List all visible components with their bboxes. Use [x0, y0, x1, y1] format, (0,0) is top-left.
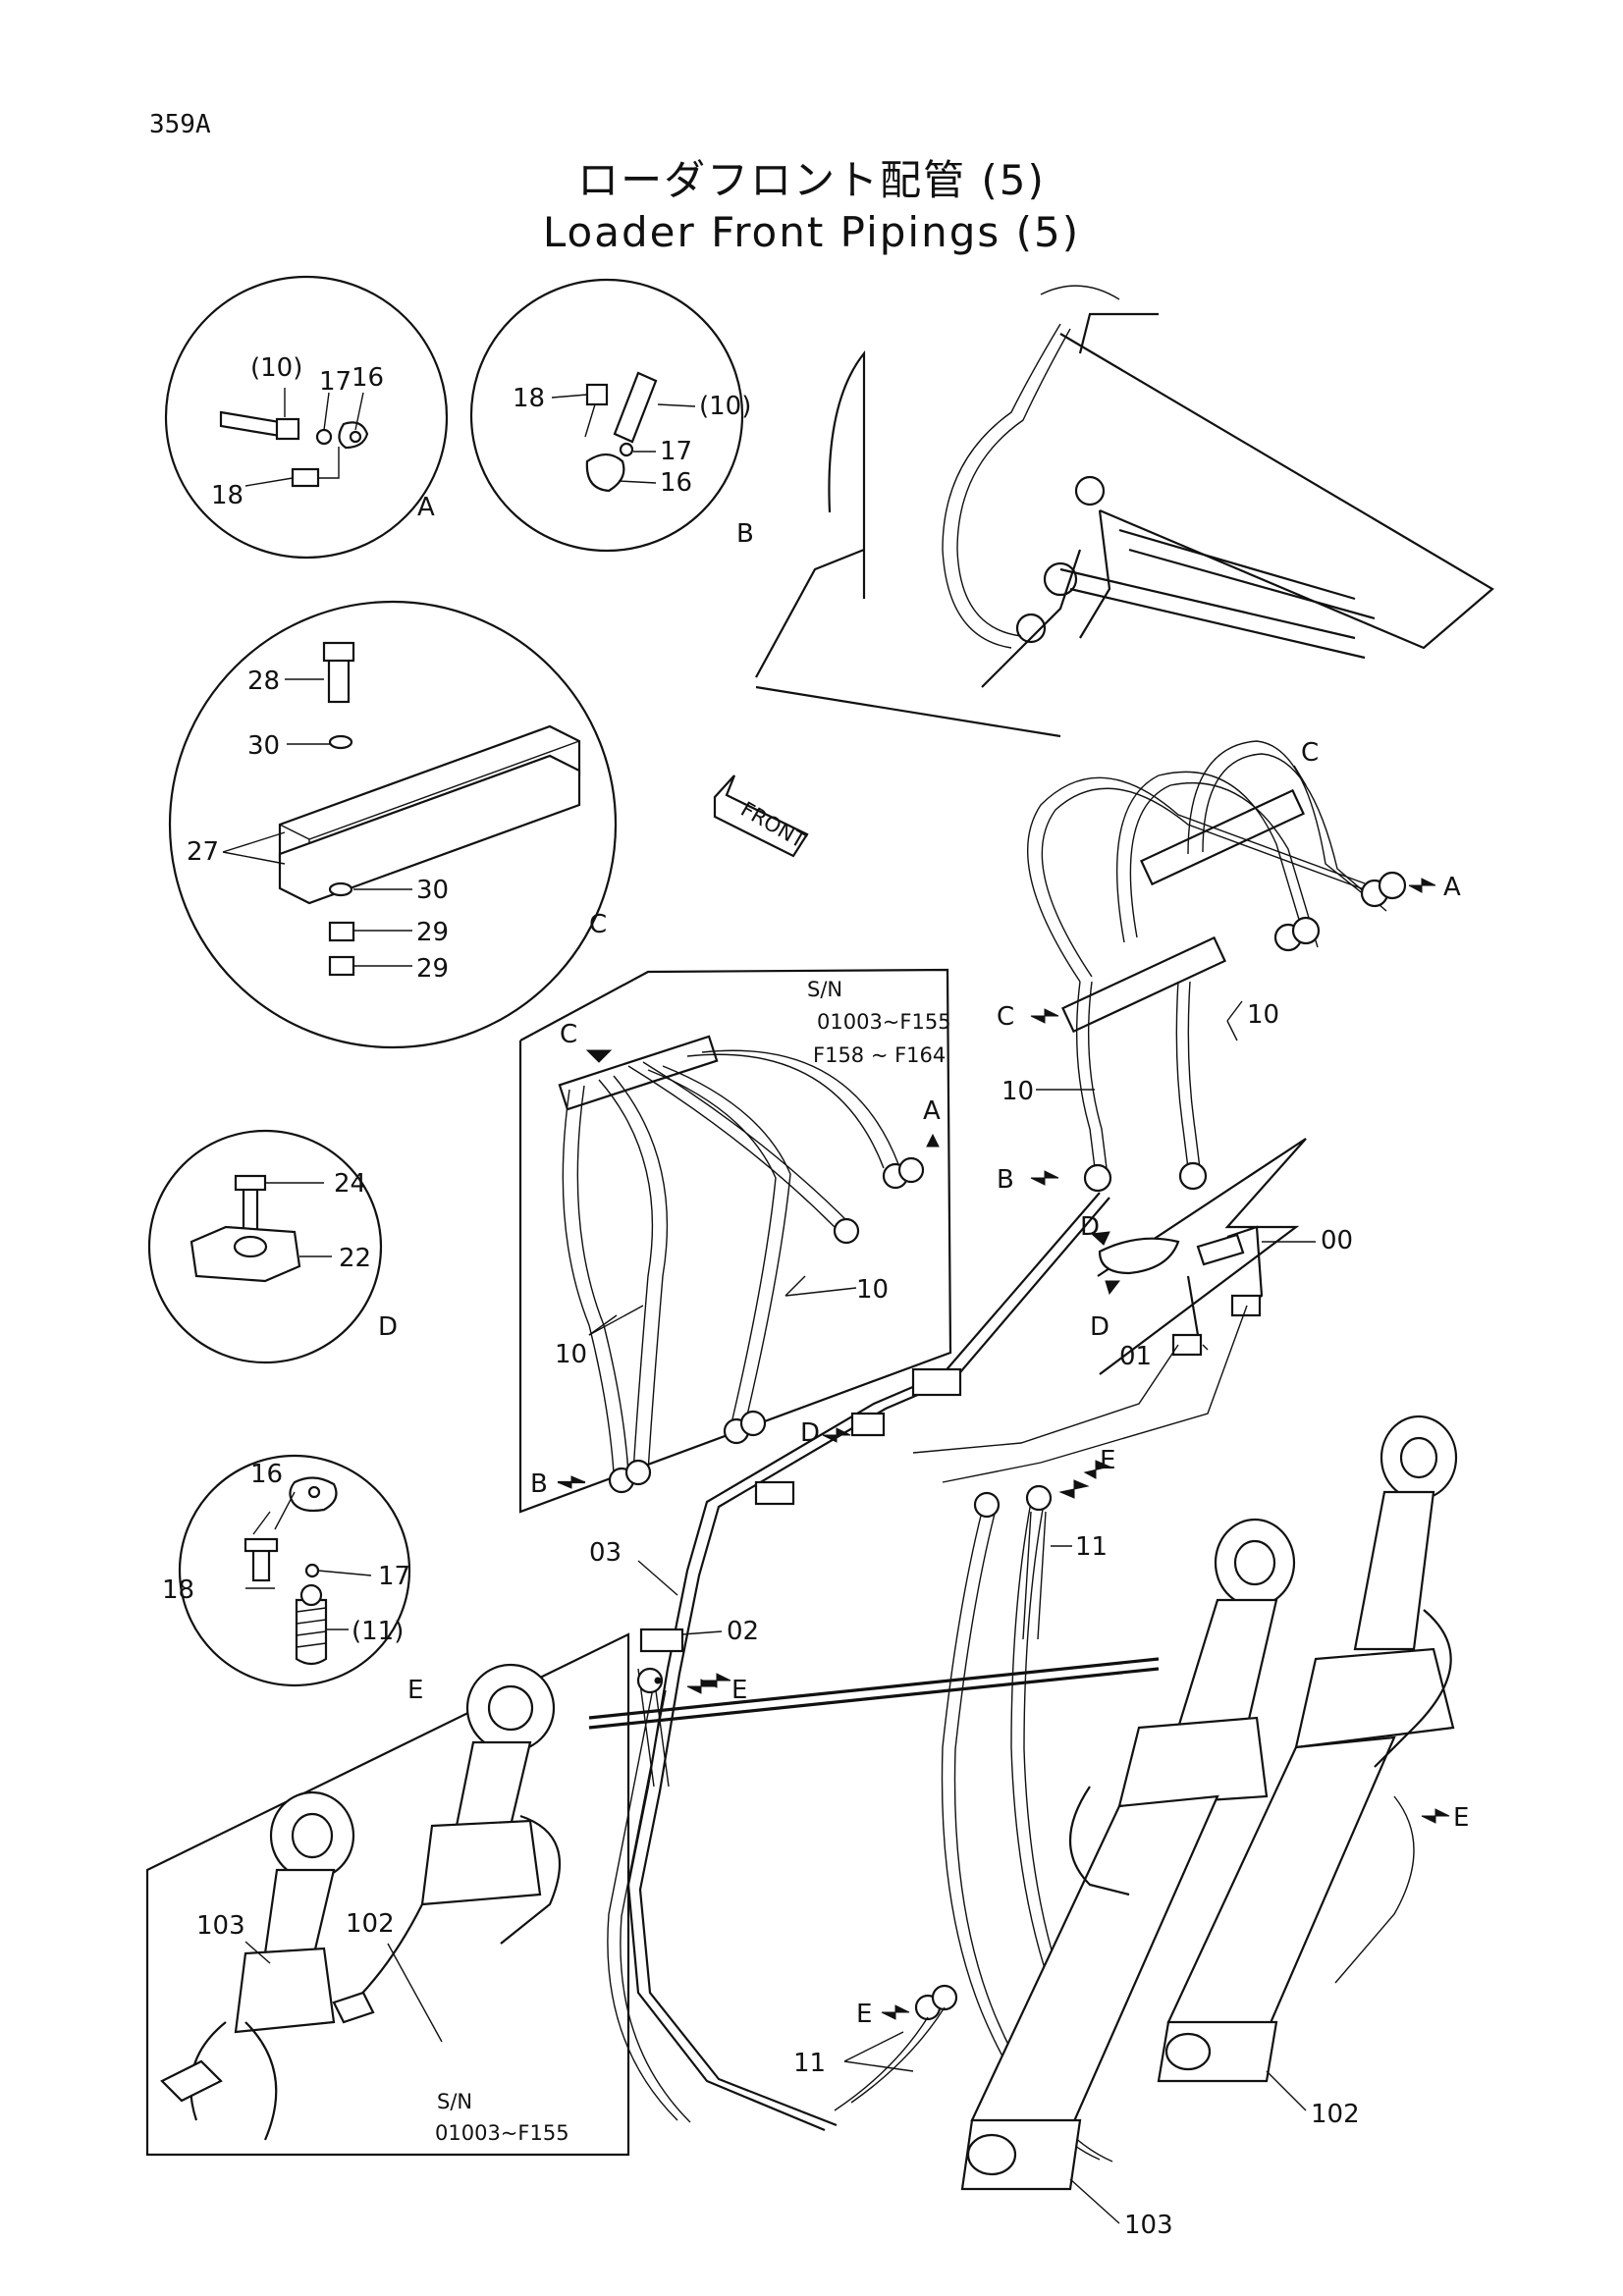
inset-cylinders-frame — [145, 1632, 630, 2157]
main-label-e-low: E — [856, 2000, 872, 2029]
inset-cylinders-serial-1: S/N — [437, 2090, 472, 2113]
detail-b-view-letter: B — [736, 519, 754, 549]
detail-c-label-29-top: 29 — [416, 918, 449, 947]
detail-e-label-11: (11) — [352, 1617, 404, 1646]
detail-view-d: 24 22 D — [147, 1129, 398, 1364]
front-arrow-label: FRONT — [736, 797, 809, 853]
detail-e-circle — [178, 1454, 411, 1687]
detail-c-label-29-bottom: 29 — [416, 954, 449, 984]
detail-c-view-letter: C — [589, 910, 607, 939]
main-label-d-bottom: D — [1090, 1312, 1109, 1342]
detail-b-label-10: (10) — [699, 392, 751, 421]
inset-hoses-label-a: A — [923, 1096, 941, 1126]
inset-cylinders-label-102: 102 — [346, 1909, 395, 1939]
main-label-c-top: C — [1301, 738, 1319, 768]
detail-b-label-18: 18 — [513, 384, 545, 413]
inset-hoses-serial-3: F158 ~ F164 — [813, 1043, 946, 1067]
main-label-102: 102 — [1311, 2100, 1360, 2129]
inset-hoses-label-c: C — [560, 1020, 577, 1049]
detail-d-label-22: 22 — [339, 1244, 371, 1273]
inset-cylinders-serial-2: 01003~F155 — [435, 2121, 569, 2145]
detail-a-view-letter: A — [417, 493, 435, 522]
detail-d-view-letter: D — [378, 1312, 398, 1342]
main-label-03: 03 — [589, 1538, 622, 1568]
main-label-c-mid: C — [997, 1002, 1014, 1032]
detail-view-c: 28 30 27 30 29 29 C — [168, 600, 618, 1049]
main-label-10-right: 10 — [1247, 1000, 1279, 1030]
main-label-e-top: E — [1100, 1446, 1115, 1475]
detail-view-e: 16 18 17 (11) E — [162, 1454, 423, 1705]
main-hose-assembly: C A C 10 10 B — [997, 738, 1461, 1195]
front-direction-arrow: FRONT — [713, 774, 810, 858]
detail-e-label-16: 16 — [250, 1460, 283, 1489]
inset-hoses-label-10-right: 10 — [856, 1275, 889, 1305]
main-label-00: 00 — [1321, 1226, 1353, 1255]
title-japanese: ローダフロント配管 (5) — [577, 156, 1046, 204]
detail-c-circle — [168, 600, 618, 1049]
detail-view-b: 18 (10) 17 16 B — [469, 278, 754, 553]
main-label-a: A — [1443, 873, 1461, 902]
loader-machine-sketch — [755, 285, 1494, 738]
detail-e-label-18: 18 — [162, 1575, 194, 1605]
inset-hoses-label-b: B — [530, 1469, 548, 1499]
inset-hoses-serial-2: 01003~F155 — [817, 1010, 951, 1034]
main-label-01: 01 — [1119, 1342, 1152, 1371]
detail-d-circle — [147, 1129, 383, 1364]
detail-b-circle — [469, 278, 744, 553]
detail-b-label-16: 16 — [660, 468, 692, 498]
detail-c-label-30-bottom: 30 — [416, 876, 449, 905]
detail-c-label-28: 28 — [247, 667, 280, 696]
main-label-103: 103 — [1124, 2211, 1173, 2240]
detail-a-label-17: 17 — [319, 367, 352, 397]
main-label-e-right: E — [1453, 1803, 1469, 1833]
main-label-b: B — [997, 1165, 1014, 1195]
main-label-d-top: D — [1080, 1212, 1100, 1242]
detail-e-label-17: 17 — [378, 1562, 410, 1591]
detail-view-a: (10) 17 16 18 A — [164, 275, 449, 560]
main-pipes: D 00 D 01 D E 11 03 02 — [589, 1138, 1353, 2132]
detail-d-label-24: 24 — [334, 1169, 366, 1199]
inset-hoses-frame — [518, 968, 952, 1514]
main-label-d-mid: D — [800, 1418, 820, 1448]
inset-hoses-box: S/N 01003~F155 F158 ~ F164 — [518, 968, 952, 1514]
detail-a-label-16: 16 — [352, 363, 384, 393]
page-number: 359A — [149, 110, 211, 139]
inset-hoses-label-10-left: 10 — [555, 1340, 587, 1369]
detail-c-label-27: 27 — [187, 837, 219, 867]
lift-cylinders: 102 E 103 E 11 E — [588, 1415, 1469, 2240]
detail-b-label-17: 17 — [660, 437, 692, 466]
inset-hoses-serial-1: S/N — [807, 978, 842, 1001]
title-english: Loader Front Pipings (5) — [542, 208, 1081, 256]
detail-c-label-30-top: 30 — [247, 731, 280, 761]
inset-cylinders-box: S/N 01003~F155 103 102 — [145, 1632, 630, 2157]
main-label-11-top: 11 — [1075, 1532, 1108, 1562]
main-label-e-mid: E — [731, 1676, 747, 1705]
inset-cylinders-label-103: 103 — [196, 1911, 245, 1941]
detail-a-circle — [164, 275, 449, 560]
main-label-10-left: 10 — [1001, 1077, 1034, 1106]
detail-e-view-letter: E — [407, 1676, 423, 1705]
detail-a-label-10: (10) — [250, 353, 302, 383]
detail-a-label-18: 18 — [211, 481, 243, 510]
main-label-02: 02 — [727, 1617, 759, 1646]
main-label-11-low: 11 — [793, 2049, 826, 2078]
